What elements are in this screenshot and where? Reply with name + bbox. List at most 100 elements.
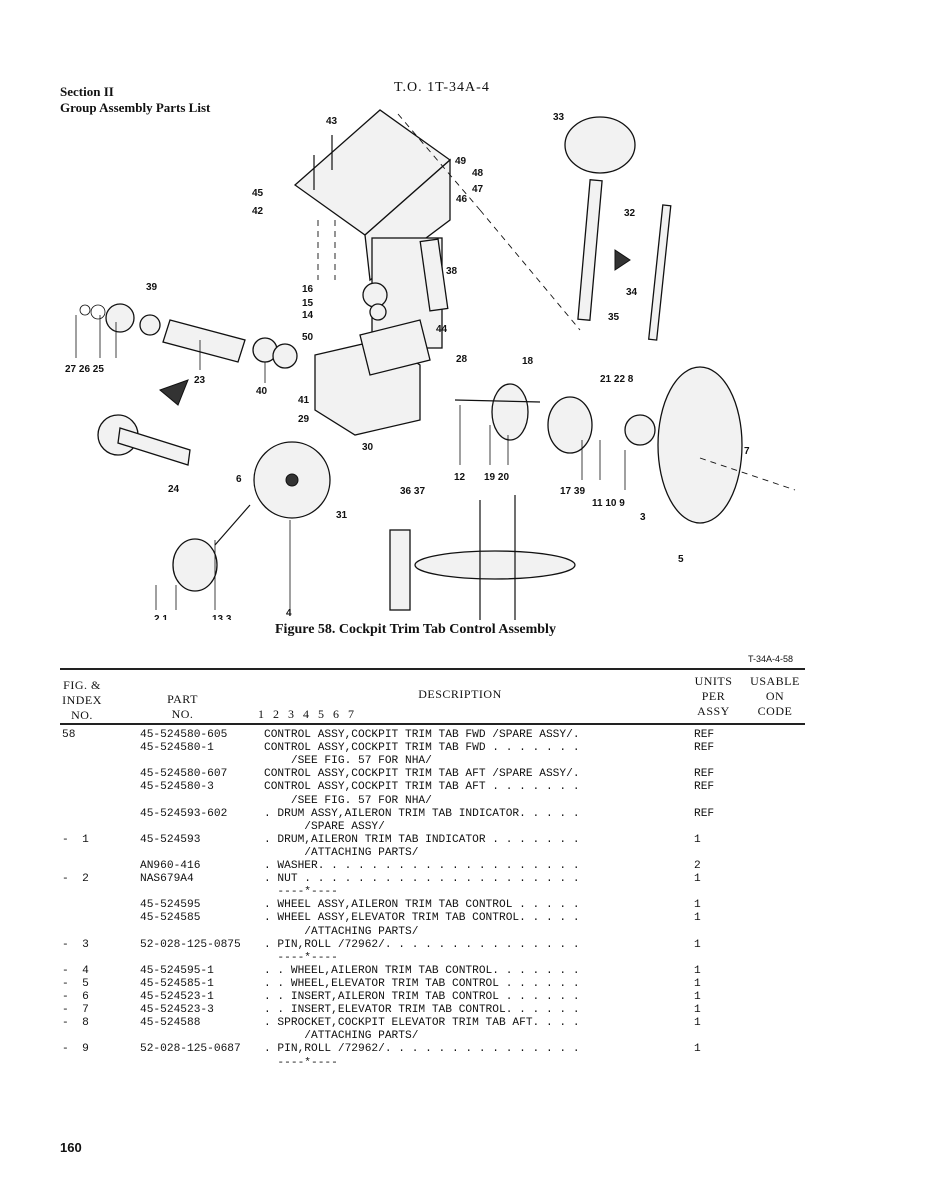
callout-28: 28 — [456, 354, 468, 365]
callout-11-10-9: 11 10 9 — [592, 498, 625, 509]
row-description: ----*---- — [264, 886, 338, 899]
row-part-number: 45-524585-1 — [140, 977, 214, 990]
row-description: . PIN,ROLL /72962/. . . . . . . . . . . … — [264, 938, 580, 951]
group-title: Group Assembly Parts List — [60, 100, 211, 115]
row-description: . . WHEEL,ELEVATOR TRIM TAB CONTROL . . … — [264, 977, 580, 990]
row-part-number: NAS679A4 — [140, 873, 194, 886]
callout-23: 23 — [194, 375, 206, 386]
callout-5: 5 — [678, 554, 684, 565]
table-header-rule — [60, 723, 805, 725]
table-row: 45-524595. WHEEL ASSY,AILERON TRIM TAB C… — [0, 899, 927, 912]
row-part-number: 45-524580-605 — [140, 729, 228, 741]
table-row: ----*---- — [0, 952, 927, 965]
row-description: . . WHEEL,AILERON TRIM TAB CONTROL. . . … — [264, 964, 580, 977]
row-part-number: 45-524588 — [140, 1017, 201, 1030]
callout-32: 32 — [624, 208, 636, 219]
row-index: - 2 — [62, 873, 89, 886]
section-header: Section II Group Assembly Parts List — [60, 84, 210, 116]
table-row: 45-524580-607 CONTROL ASSY,COCKPIT TRIM T… — [0, 768, 927, 781]
row-index: - 1 — [62, 833, 89, 846]
callout-18: 18 — [522, 356, 534, 367]
table-row: /SEE FIG. 57 FOR NHA/ — [0, 795, 927, 808]
row-part-number: 45-524585 — [140, 912, 201, 925]
row-description: . SPROCKET,COCKPIT ELEVATOR TRIM TAB AFT… — [264, 1017, 580, 1030]
col-part-no: PART NO. — [167, 692, 198, 721]
row-part-number: AN960-416 — [140, 860, 201, 872]
table-row: - 4 45-524595-1 . . WHEEL,AILERON TRIM TAB… — [0, 965, 927, 978]
callout-21-22-8: 21 22 8 — [600, 374, 634, 385]
callout-15: 15 — [302, 298, 314, 309]
row-description: CONTROL ASSY,COCKPIT TRIM TAB FWD /SPARE… — [264, 729, 580, 741]
row-description: . . INSERT,AILERON TRIM TAB CONTROL . . … — [264, 991, 580, 1003]
row-index: - 4 — [62, 964, 89, 977]
callout-14: 14 — [302, 310, 314, 321]
callout-36-37: 36 37 — [400, 486, 425, 497]
row-units: 1 — [694, 1017, 701, 1030]
row-description: ----*---- — [264, 1056, 338, 1069]
callout-12: 12 — [454, 472, 466, 483]
table-row: AN960-416. WASHER. . . . . . . . . . . .… — [0, 860, 927, 873]
table-row: /ATTACHING PARTS/ — [0, 1030, 927, 1043]
row-description: /SPARE ASSY/ — [264, 820, 385, 833]
callout-38: 38 — [446, 266, 458, 277]
callout-44: 44 — [436, 324, 448, 335]
row-description: . DRUM ASSY,AILERON TRIM TAB INDICATOR. … — [264, 807, 580, 820]
callout-27-26-25: 27 26 25 — [65, 364, 104, 375]
callout-24: 24 — [168, 484, 180, 495]
exploded-parts-diagram: 43 49 48 47 46 45 42 33 32 38 34 35 39 1… — [65, 109, 796, 620]
callout-19-20: 19 20 — [484, 472, 509, 483]
figure-id: T-34A-4-58 — [748, 654, 794, 664]
row-part-number: 45-524523-1 — [140, 991, 214, 1003]
section-label: Section II — [60, 84, 114, 99]
row-part-number: 45-524580-3 — [140, 781, 214, 794]
col-fig-index: FIG. & INDEX NO. — [62, 678, 102, 722]
callout-47: 47 — [472, 184, 484, 195]
row-description: /ATTACHING PARTS/ — [264, 846, 419, 859]
row-index: - 9 — [62, 1043, 89, 1056]
table-row: ----*---- — [0, 886, 927, 899]
row-part-number: 45-524595 — [140, 899, 201, 912]
callout-43: 43 — [326, 116, 338, 127]
table-row: 45-524585. WHEEL ASSY,ELEVATOR TRIM TAB … — [0, 912, 927, 925]
row-description: /ATTACHING PARTS/ — [264, 925, 419, 938]
row-part-number: 45-524595-1 — [140, 964, 214, 977]
row-description: /ATTACHING PARTS/ — [264, 1030, 419, 1043]
callout-2-1: 2 1 — [154, 614, 168, 620]
row-units: 1 — [694, 833, 701, 846]
callout-41: 41 — [298, 395, 310, 406]
row-units: REF — [694, 807, 715, 820]
callout-45: 45 — [252, 188, 264, 199]
row-part-number: 45-524580-607 — [140, 768, 228, 781]
table-row: /ATTACHING PARTS/ — [0, 926, 927, 939]
aircraft-fuselage — [414, 550, 576, 580]
row-units: 1 — [694, 938, 701, 951]
callout-7: 7 — [744, 446, 750, 457]
row-index: - 7 — [62, 1004, 89, 1017]
col-description: DESCRIPTION — [418, 687, 502, 701]
callout-3a: 3 — [640, 512, 646, 523]
callout-31: 31 — [336, 510, 348, 521]
row-units: 1 — [694, 899, 701, 912]
col-units: UNITS PER ASSY — [694, 674, 733, 718]
row-description: . DRUM,AILERON TRIM TAB INDICATOR . . . … — [264, 833, 580, 846]
table-top-rule — [60, 668, 805, 670]
row-description: CONTROL ASSY,COCKPIT TRIM TAB FWD . . . … — [264, 742, 580, 755]
row-units: REF — [694, 781, 715, 794]
row-units: 1 — [694, 1004, 701, 1017]
row-part-number: 45-524523-3 — [140, 1004, 214, 1017]
col-usable: USABLE ON CODE — [750, 674, 800, 718]
callout-13-3: 13 3 — [212, 614, 232, 620]
callout-39: 39 — [146, 282, 158, 293]
knob-33 — [564, 116, 636, 174]
callout-6: 6 — [236, 474, 242, 485]
callout-48: 48 — [472, 168, 484, 179]
callout-42: 42 — [252, 206, 264, 217]
row-units: 1 — [694, 977, 701, 990]
row-index: - 3 — [62, 938, 89, 951]
table-row: /SEE FIG. 57 FOR NHA/ — [0, 755, 927, 768]
row-description: CONTROL ASSY,COCKPIT TRIM TAB AFT /SPARE… — [264, 768, 580, 781]
